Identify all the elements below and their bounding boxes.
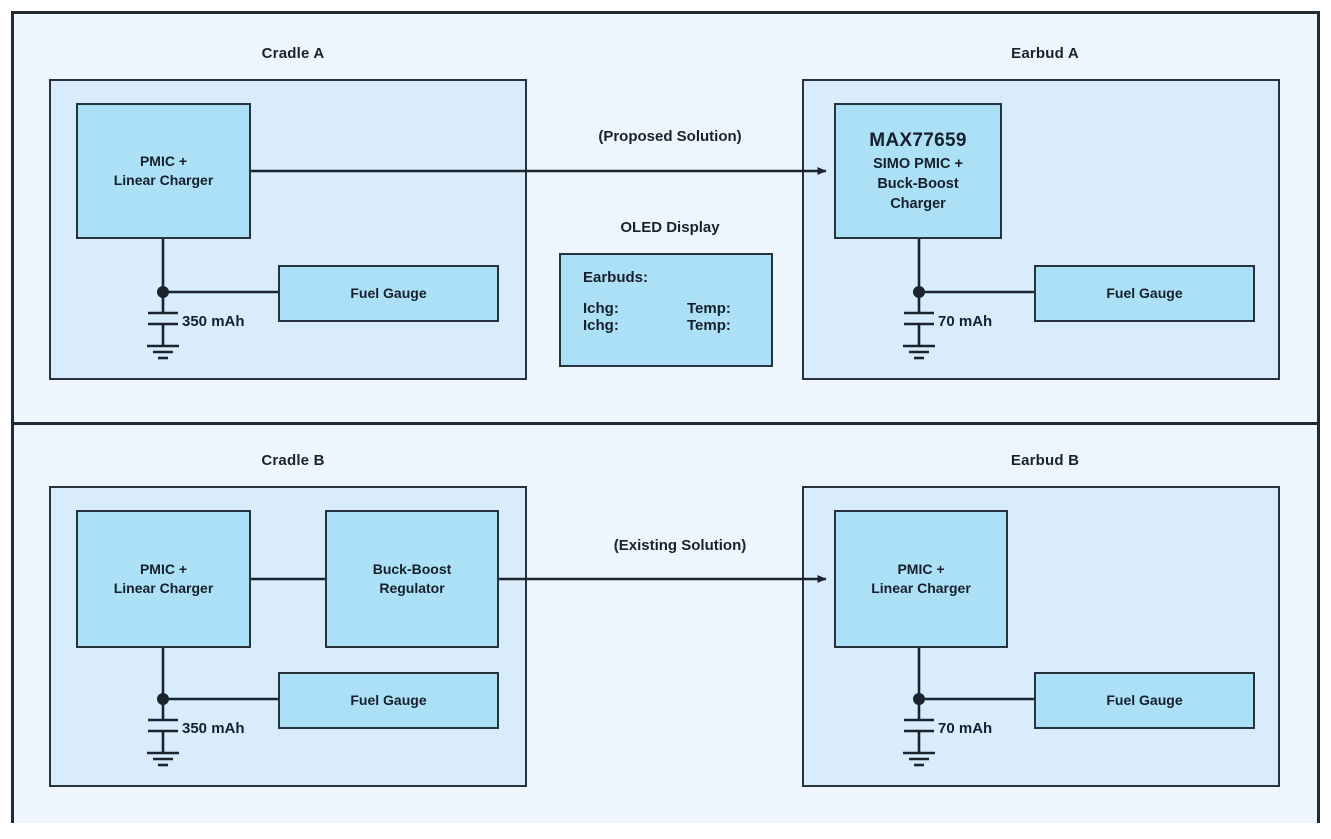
earbud-b-battery-capacity: 70 mAh xyxy=(938,720,993,737)
cradle-b-fuel-gauge-label: Fuel Gauge xyxy=(350,692,427,709)
oled-row-1-temp: Temp: xyxy=(687,300,731,317)
cradle-b-fuel-gauge-block[interactable]: Fuel Gauge xyxy=(278,672,499,729)
cradle-b-buck-boost-line1: Buck-Boost xyxy=(372,561,452,578)
earbud-a-fuel-gauge-block[interactable]: Fuel Gauge xyxy=(1034,265,1255,322)
oled-row-2: Ichg: Temp: xyxy=(583,317,771,334)
earbud-b-fuel-gauge-label: Fuel Gauge xyxy=(1106,692,1183,709)
cradle-a-pmic-line1: PMIC + xyxy=(139,153,188,170)
earbud-b-pmic-block[interactable]: PMIC + Linear Charger xyxy=(834,510,1008,648)
oled-display-title: OLED Display xyxy=(620,219,720,236)
earbud-a-simo-line3: Charger xyxy=(890,195,946,212)
oled-row-1-ichg: Ichg: xyxy=(583,300,619,317)
earbud-b-pmic-line1: PMIC + xyxy=(897,561,945,578)
earbud-a-simo-pmic-block[interactable]: MAX77659 SIMO PMIC + Buck-Boost Charger xyxy=(834,103,1002,239)
cradle-a-battery-capacity: 350 mAh xyxy=(182,313,245,330)
earbud-b-pmic-line2: Linear Charger xyxy=(871,580,971,596)
proposed-solution-label: (Proposed Solution) xyxy=(598,128,742,145)
existing-solution-label: (Existing Solution) xyxy=(613,537,747,554)
earbud-a-fuel-gauge-label: Fuel Gauge xyxy=(1106,285,1183,302)
oled-row-2-temp: Temp: xyxy=(687,317,731,334)
oled-spacer xyxy=(583,286,771,300)
cradle-a-pmic-block[interactable]: PMIC + Linear Charger xyxy=(76,103,251,239)
earbud-a-simo-line2: Buck-Boost xyxy=(877,176,959,193)
earbud-b-fuel-gauge-block[interactable]: Fuel Gauge xyxy=(1034,672,1255,729)
cradle-a-fuel-gauge-block[interactable]: Fuel Gauge xyxy=(278,265,499,322)
oled-row-1: Ichg: Temp: xyxy=(583,300,771,317)
cradle-b-pmic-line2: Linear Charger xyxy=(113,580,214,596)
cradle-a-fuel-gauge-label: Fuel Gauge xyxy=(350,285,427,302)
cradle-a-title: Cradle A xyxy=(261,45,325,62)
cradle-a-pmic-line2: Linear Charger xyxy=(113,172,214,188)
cradle-b-battery-capacity: 350 mAh xyxy=(182,720,245,737)
cradle-b-pmic-block[interactable]: PMIC + Linear Charger xyxy=(76,510,251,648)
earbud-a-simo-line1: SIMO PMIC + xyxy=(873,156,963,173)
earbud-a-part-number: MAX77659 xyxy=(869,129,967,151)
oled-row-2-ichg: Ichg: xyxy=(583,317,619,334)
cradle-b-pmic-line1: PMIC + xyxy=(139,561,188,578)
earbud-a-battery-capacity: 70 mAh xyxy=(938,313,993,330)
oled-heading: Earbuds: xyxy=(583,269,649,286)
cradle-b-buck-boost-line2: Regulator xyxy=(379,580,445,596)
earbud-b-title: Earbud B xyxy=(1010,452,1080,469)
cradle-b-title: Cradle B xyxy=(261,452,325,469)
cradle-b-buck-boost-block[interactable]: Buck-Boost Regulator xyxy=(325,510,499,648)
oled-display-box: Earbuds: Ichg: Temp: Ichg: Temp: xyxy=(559,253,773,367)
earbud-a-title: Earbud A xyxy=(1011,45,1079,62)
